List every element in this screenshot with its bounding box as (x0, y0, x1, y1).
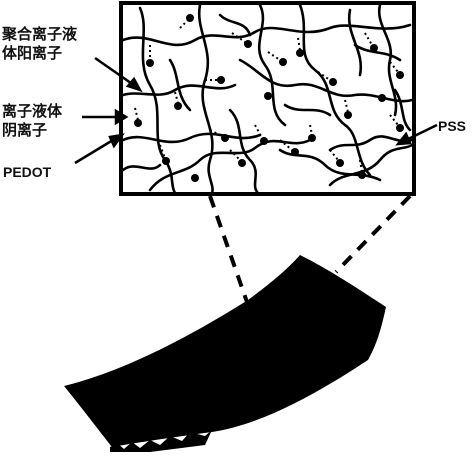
zoom-guides (208, 194, 412, 306)
film-rough-edge (110, 430, 212, 452)
label-arrows (74, 56, 438, 165)
pss-label: PSS (438, 118, 467, 134)
anion-label: 离子液体 阴离子 (2, 102, 63, 139)
cation-dots (134, 14, 404, 182)
polymer-chains (121, 3, 414, 195)
film-strip (64, 255, 386, 447)
polymer-cation-label: 聚合离子液 体阳离子 (2, 25, 78, 62)
pedot-label: PEDOT (3, 164, 52, 180)
cation-tethers (134, 19, 399, 173)
